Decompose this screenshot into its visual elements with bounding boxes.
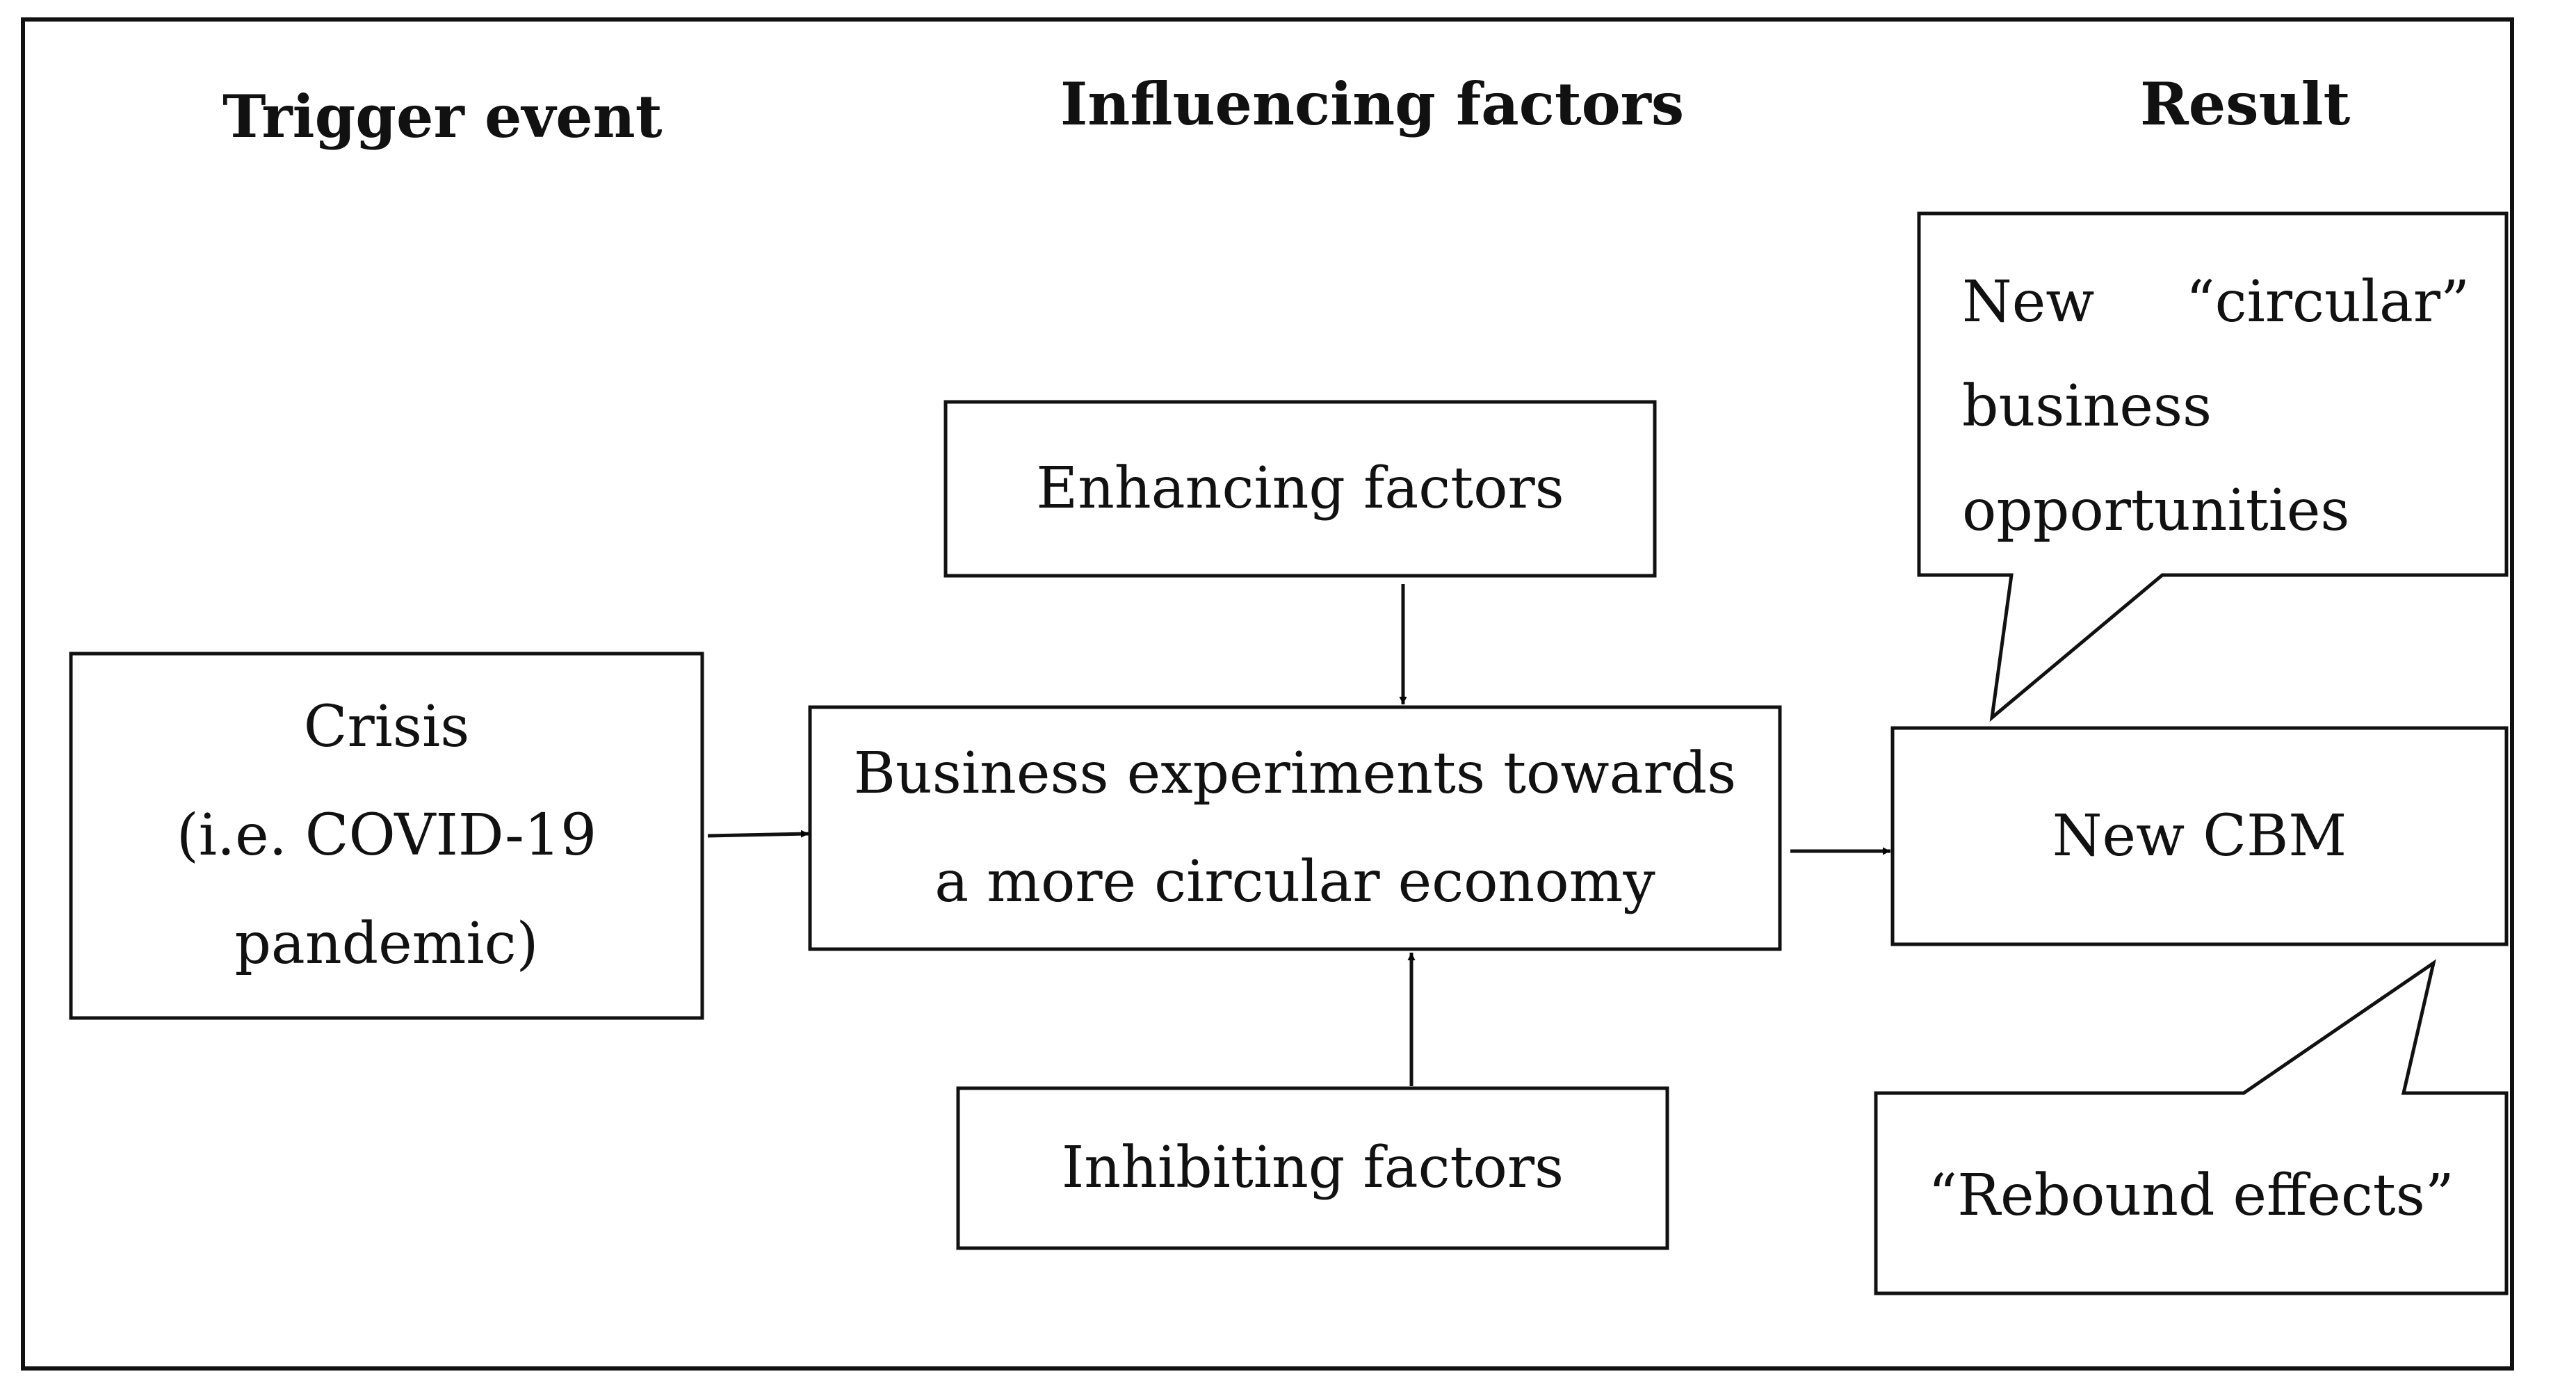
opportunities-word-circular: “circular”	[2185, 269, 2470, 335]
business-line-2: a more circular economy	[934, 849, 1655, 915]
business-line-1: Business experiments towards	[853, 741, 1737, 807]
enhancing-factors-text: Enhancing factors	[946, 402, 1655, 576]
opportunities-text: New “circular” business opportunities	[1962, 250, 2470, 563]
rebound-callout-shape	[1874, 959, 2509, 1295]
new-cbm-box	[1890, 726, 2509, 946]
opportunities-word-new: New	[1962, 269, 2095, 335]
enhancing-factors-label: Enhancing factors	[1036, 455, 1564, 522]
enhancing-factors-box	[943, 400, 1657, 578]
outer-frame	[21, 17, 2514, 1371]
inhibiting-factors-text: Inhibiting factors	[958, 1088, 1667, 1248]
inhibiting-factors-label: Inhibiting factors	[1061, 1135, 1564, 1202]
header-trigger-event: Trigger event	[222, 82, 663, 151]
business-experiments-box	[808, 705, 1782, 951]
header-result: Result	[2140, 70, 2351, 138]
inhibiting-factors-box	[956, 1086, 1669, 1250]
business-experiments-text: Business experiments towards a more circ…	[810, 707, 1780, 949]
opportunities-word-opportunities: opportunities	[1962, 478, 2350, 544]
crisis-line-2: (i.e. COVID-19	[176, 802, 597, 869]
arrow-crisis-to-business	[707, 830, 809, 838]
crisis-box	[69, 652, 704, 1020]
crisis-line-1: Crisis	[303, 694, 470, 761]
header-influencing-factors: Influencing factors	[1060, 70, 1685, 138]
rebound-effects-label: “Rebound effects”	[1928, 1163, 2454, 1229]
crisis-line-3: pandemic)	[234, 910, 539, 977]
rebound-effects-text: “Rebound effects”	[1876, 1113, 2506, 1279]
new-cbm-label: New CBM	[2052, 802, 2347, 869]
crisis-text: Crisis (i.e. COVID-19 pandemic)	[71, 654, 702, 1018]
opportunities-callout-shape	[1917, 211, 2509, 722]
opportunities-word-business: business	[1962, 373, 2212, 439]
new-cbm-text: New CBM	[1893, 728, 2506, 944]
